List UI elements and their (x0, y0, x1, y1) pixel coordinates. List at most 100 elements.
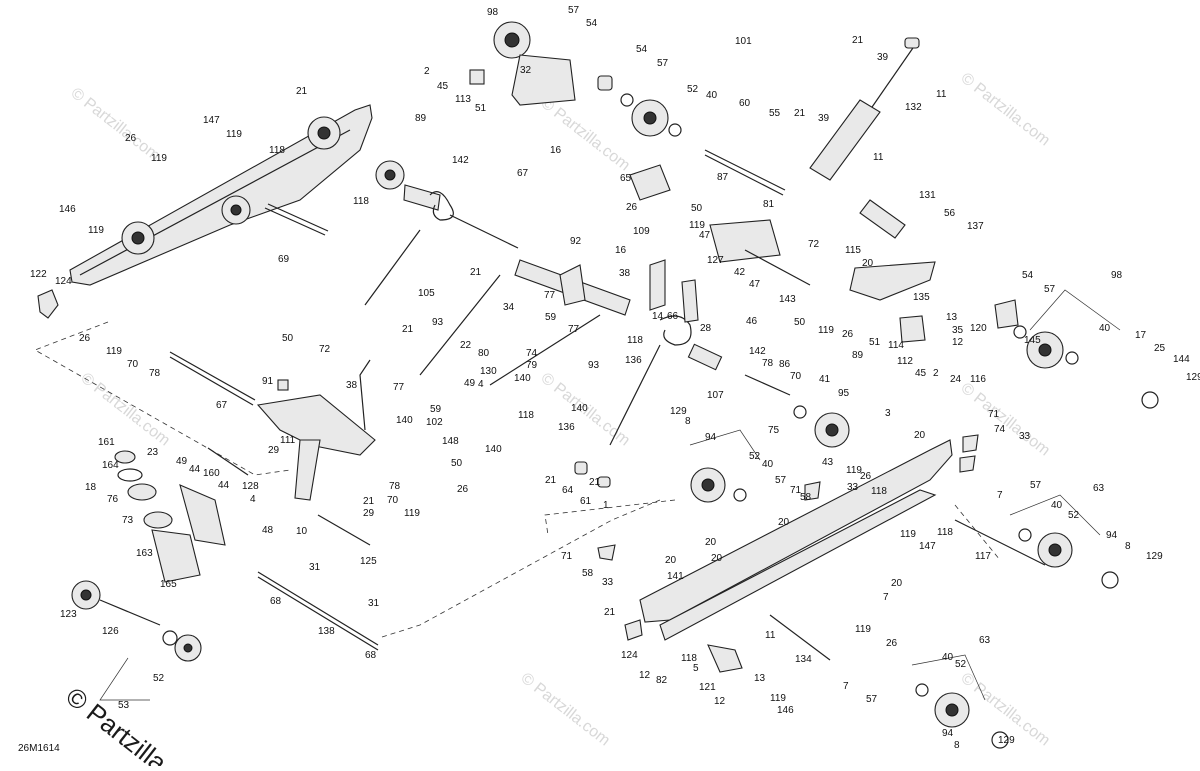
long-shaft (169, 356, 254, 406)
callout-42: 42 (734, 267, 746, 278)
callout-20: 20 (862, 258, 874, 269)
callout-20: 20 (914, 430, 926, 441)
callout-128: 128 (242, 481, 259, 492)
spacer (687, 343, 723, 371)
callout-114: 114 (888, 340, 904, 351)
stopper (804, 481, 821, 501)
callout-26: 26 (842, 329, 854, 340)
callout-63: 63 (979, 635, 991, 646)
dashed-line (34, 321, 291, 476)
callout-33: 33 (602, 577, 614, 588)
callout-75: 75 (768, 425, 780, 436)
callout-129: 129 (998, 735, 1015, 746)
callout-118: 118 (627, 335, 643, 346)
drawing-code: 26M1614 (18, 743, 60, 754)
callout-136: 136 (558, 422, 575, 433)
callout-92: 92 (570, 236, 582, 247)
torsion-spring (659, 315, 692, 346)
callout-140: 140 (485, 444, 502, 455)
bearing (668, 123, 682, 137)
rear-arm (256, 394, 376, 456)
idler-hub (945, 703, 959, 717)
rear-axle (257, 571, 379, 646)
callout-107: 107 (707, 390, 724, 401)
callout-20: 20 (891, 578, 903, 589)
stopper (597, 544, 616, 561)
callout-57: 57 (657, 58, 669, 69)
callout-17: 17 (1135, 330, 1147, 341)
callout-125: 125 (360, 556, 377, 567)
link-arm (489, 314, 601, 386)
callout-50: 50 (691, 203, 703, 214)
callout-14: 14 (652, 311, 664, 322)
callout-60: 60 (739, 98, 751, 109)
cap-ring (1101, 571, 1119, 589)
callout-13: 13 (946, 312, 958, 323)
callout-135: 135 (913, 292, 930, 303)
callout-20: 20 (705, 537, 717, 548)
reference-lines (34, 321, 1001, 638)
callout-21: 21 (296, 86, 308, 97)
callout-124: 124 (55, 276, 72, 287)
callout-119: 119 (770, 693, 786, 704)
callout-46: 46 (746, 316, 758, 327)
shock-rod (869, 44, 916, 111)
callout-7: 7 (843, 681, 849, 692)
callout-95: 95 (838, 388, 850, 399)
bracket (629, 164, 671, 201)
callout-21: 21 (852, 35, 864, 46)
callout-57: 57 (1030, 480, 1042, 491)
callout-71: 71 (561, 551, 573, 562)
callout-31: 31 (368, 598, 380, 609)
callout-69: 69 (278, 254, 290, 265)
shaft (449, 214, 519, 249)
callout-21: 21 (545, 475, 557, 486)
group-bracket (99, 657, 150, 701)
bearing (915, 683, 929, 697)
callout-50: 50 (794, 317, 806, 328)
rail-wheel-hub (317, 126, 331, 140)
callout-118: 118 (871, 486, 887, 497)
callout-77: 77 (568, 324, 580, 335)
callout-147: 147 (203, 115, 220, 126)
callout-98: 98 (1111, 270, 1123, 281)
callout-40: 40 (1099, 323, 1111, 334)
callout-64: 64 (562, 485, 574, 496)
callout-43: 43 (822, 457, 834, 468)
callout-120: 120 (970, 323, 987, 334)
shaft (954, 519, 1046, 566)
callout-40: 40 (942, 652, 954, 663)
callout-34: 34 (503, 302, 515, 313)
callout-11: 11 (765, 630, 776, 641)
callout-57: 57 (1044, 284, 1056, 295)
callout-82: 82 (656, 675, 668, 686)
rear-idler-hub (80, 589, 92, 601)
callout-12: 12 (952, 337, 964, 348)
callout-137: 137 (967, 221, 984, 232)
pin (207, 447, 249, 476)
callout-21: 21 (363, 496, 375, 507)
dashed-line (381, 499, 661, 638)
callout-131: 131 (919, 190, 936, 201)
callout-70: 70 (790, 371, 802, 382)
watermark: © Partzilla.com (538, 95, 633, 175)
shock-body (809, 99, 881, 181)
callout-70: 70 (387, 495, 399, 506)
shock-body (179, 484, 226, 546)
callout-56: 56 (944, 208, 956, 219)
callout-89: 89 (415, 113, 427, 124)
callout-138: 138 (318, 626, 335, 637)
callout-105: 105 (418, 288, 435, 299)
top-components (469, 21, 786, 196)
callout-89: 89 (852, 350, 864, 361)
callout-21: 21 (470, 267, 482, 278)
callout-160: 160 (203, 468, 220, 479)
spring-arm (609, 344, 661, 446)
callout-59: 59 (430, 404, 442, 415)
callout-52: 52 (1068, 510, 1080, 521)
shaft (267, 203, 329, 232)
callout-132: 132 (905, 102, 922, 113)
callout-136: 136 (625, 355, 642, 366)
callout-73: 73 (122, 515, 134, 526)
callout-94: 94 (942, 728, 954, 739)
